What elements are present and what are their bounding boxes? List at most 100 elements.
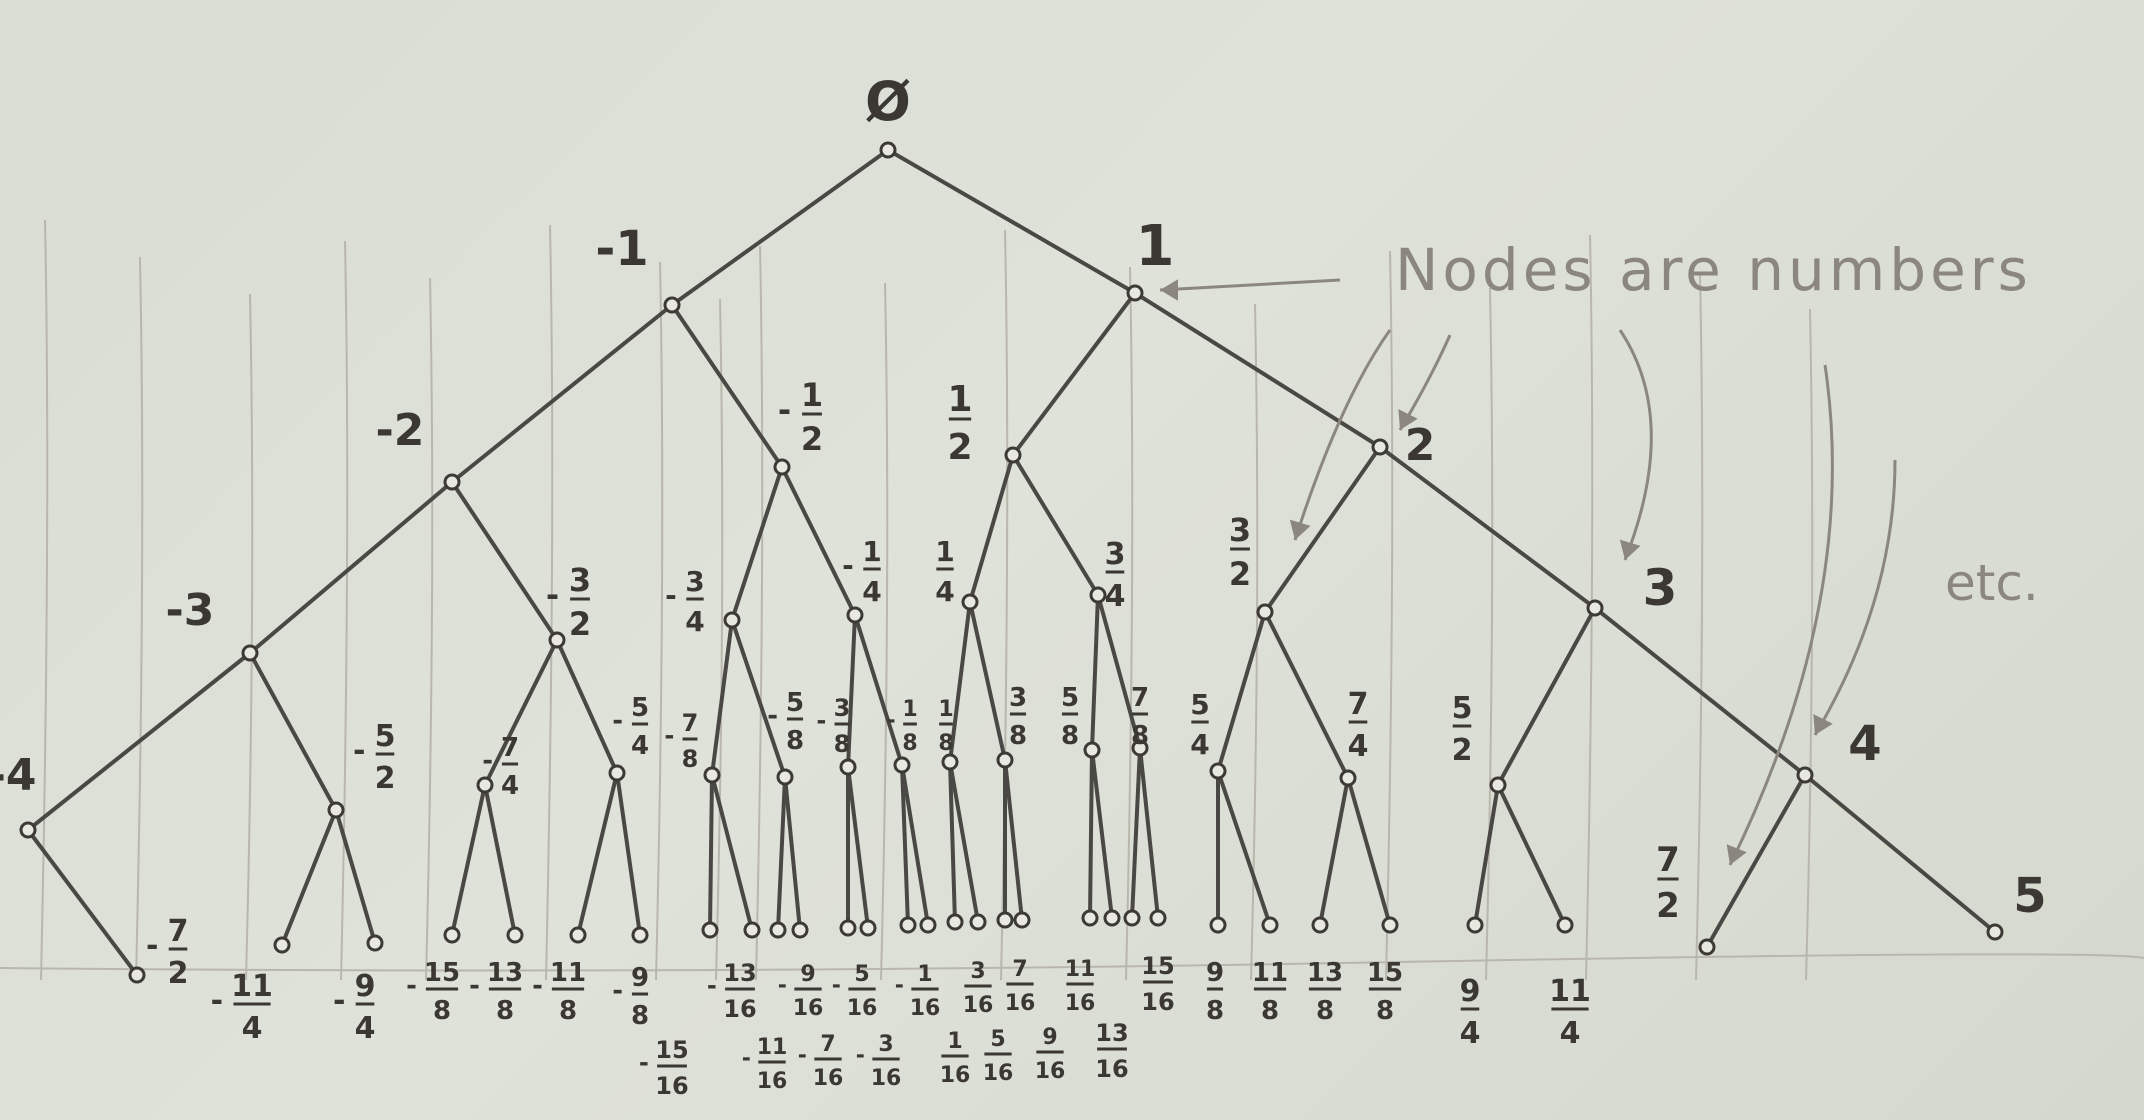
tree-edge <box>730 465 784 622</box>
tree-edge <box>483 638 559 787</box>
node-dot <box>476 776 494 794</box>
node-dot <box>996 911 1014 929</box>
tree-edge <box>1216 769 1272 927</box>
node-dot <box>548 631 566 649</box>
tree-edge <box>1090 593 1100 752</box>
node-label-numerator: 1 <box>938 697 953 722</box>
tree-edge <box>1378 445 1597 610</box>
node-dot <box>969 913 987 931</box>
node-dot <box>1123 909 1141 927</box>
node-dot <box>1586 599 1604 617</box>
node-dot <box>723 611 741 629</box>
node-label-numerator: 7 <box>682 709 699 737</box>
node-dot <box>631 926 649 944</box>
node-dot <box>1081 909 1099 927</box>
node-dot <box>1013 911 1031 929</box>
node-label-fraction: 18 <box>938 697 953 756</box>
node-label-numerator: 1 <box>917 962 932 987</box>
node-label-fraction: 94 <box>1460 974 1481 1051</box>
node-label-denominator: 8 <box>1061 721 1079 751</box>
node-label-fraction: -52 <box>353 719 395 796</box>
node-label-denominator: 16 <box>723 995 756 1023</box>
node-dot <box>996 751 1014 769</box>
node-dot <box>1371 438 1389 456</box>
node-dot <box>893 756 911 774</box>
node-label-fraction: 116 <box>940 1029 971 1088</box>
node-label-numerator: 5 <box>854 962 869 987</box>
node-label-fraction: -34 <box>665 565 705 638</box>
node-label-numerator: 11 <box>1065 957 1096 982</box>
tree-edge <box>1088 748 1094 920</box>
node-label-denominator: 8 <box>1131 721 1149 751</box>
annotation-arrow <box>1728 364 1834 866</box>
node-dot <box>1466 916 1484 934</box>
tree-edge <box>853 613 904 767</box>
annotation-arrow <box>1159 278 1341 292</box>
node-dot <box>1004 446 1022 464</box>
node-label-denominator: 16 <box>793 996 824 1021</box>
tree-edge <box>1090 748 1114 920</box>
node-label-sign: - <box>895 974 904 999</box>
node-label-numerator: 5 <box>631 693 649 723</box>
node-label-fraction: -916 <box>778 962 824 1021</box>
node-label-numerator: 7 <box>820 1032 835 1057</box>
node-label-fraction: -516 <box>832 962 878 1021</box>
node-label-fraction: 32 <box>1229 511 1251 593</box>
node-label-sign: - <box>146 929 158 964</box>
node-dot <box>569 926 587 944</box>
node-label-numerator: 1 <box>947 1029 962 1054</box>
node-label-denominator: 16 <box>910 996 941 1021</box>
node-label-sign: - <box>612 706 623 736</box>
node-dot <box>1556 916 1574 934</box>
node-label-denominator: 4 <box>631 731 649 761</box>
node-label-sign: - <box>211 984 223 1019</box>
node-label-numerator: 1 <box>947 379 972 420</box>
node-dot <box>839 919 857 937</box>
node-label-sign: - <box>798 1044 807 1069</box>
node-label-denominator: 4 <box>242 1011 263 1046</box>
node-label-numerator: 7 <box>501 733 519 763</box>
node-label-denominator: 2 <box>1229 555 1251 593</box>
node-label-fraction: 14 <box>935 535 954 608</box>
node-label-fraction: 916 <box>1035 1025 1066 1084</box>
node-dot <box>443 926 461 944</box>
node-label-numerator: 13 <box>723 959 756 987</box>
node-label-denominator: 8 <box>496 996 514 1026</box>
node-label-numerator: 13 <box>487 958 523 988</box>
node-label-denominator: 16 <box>963 993 994 1018</box>
tree-edge <box>1216 610 1267 773</box>
node-label-denominator: 4 <box>1460 1016 1481 1051</box>
tree-edge <box>776 775 787 932</box>
guide-line <box>880 282 889 981</box>
node-label-numerator: 3 <box>1229 511 1251 549</box>
tree-edge <box>708 773 714 932</box>
node-label-fraction: 52 <box>1452 691 1473 768</box>
guide-line <box>135 256 144 981</box>
node-label: -2 <box>376 405 425 456</box>
guide-line <box>545 224 554 981</box>
tree-edge <box>26 828 139 977</box>
node-dot <box>743 921 761 939</box>
tree-edge <box>1346 776 1392 927</box>
node-label-denominator: 8 <box>559 996 577 1026</box>
node-label-sign: - <box>664 721 674 749</box>
node-dot <box>776 768 794 786</box>
arrowhead-icon <box>1813 714 1833 735</box>
node-label-fraction: 34 <box>1105 537 1126 614</box>
node-label-denominator: 16 <box>983 1061 1014 1086</box>
node-label-denominator: 8 <box>1316 996 1334 1026</box>
node-label-fraction: 138 <box>1307 958 1343 1026</box>
node-dot <box>946 913 964 931</box>
node-label-fraction: -32 <box>546 561 591 643</box>
node-label-sign: - <box>742 1047 751 1072</box>
node-dot <box>1261 916 1279 934</box>
node-label-fraction: 38 <box>1009 683 1027 751</box>
node-label-sign: - <box>639 1048 649 1076</box>
node-dot <box>506 926 524 944</box>
node-label-sign: - <box>469 971 480 1001</box>
node-label-numerator: 5 <box>1452 691 1473 726</box>
node-dot <box>899 916 917 934</box>
